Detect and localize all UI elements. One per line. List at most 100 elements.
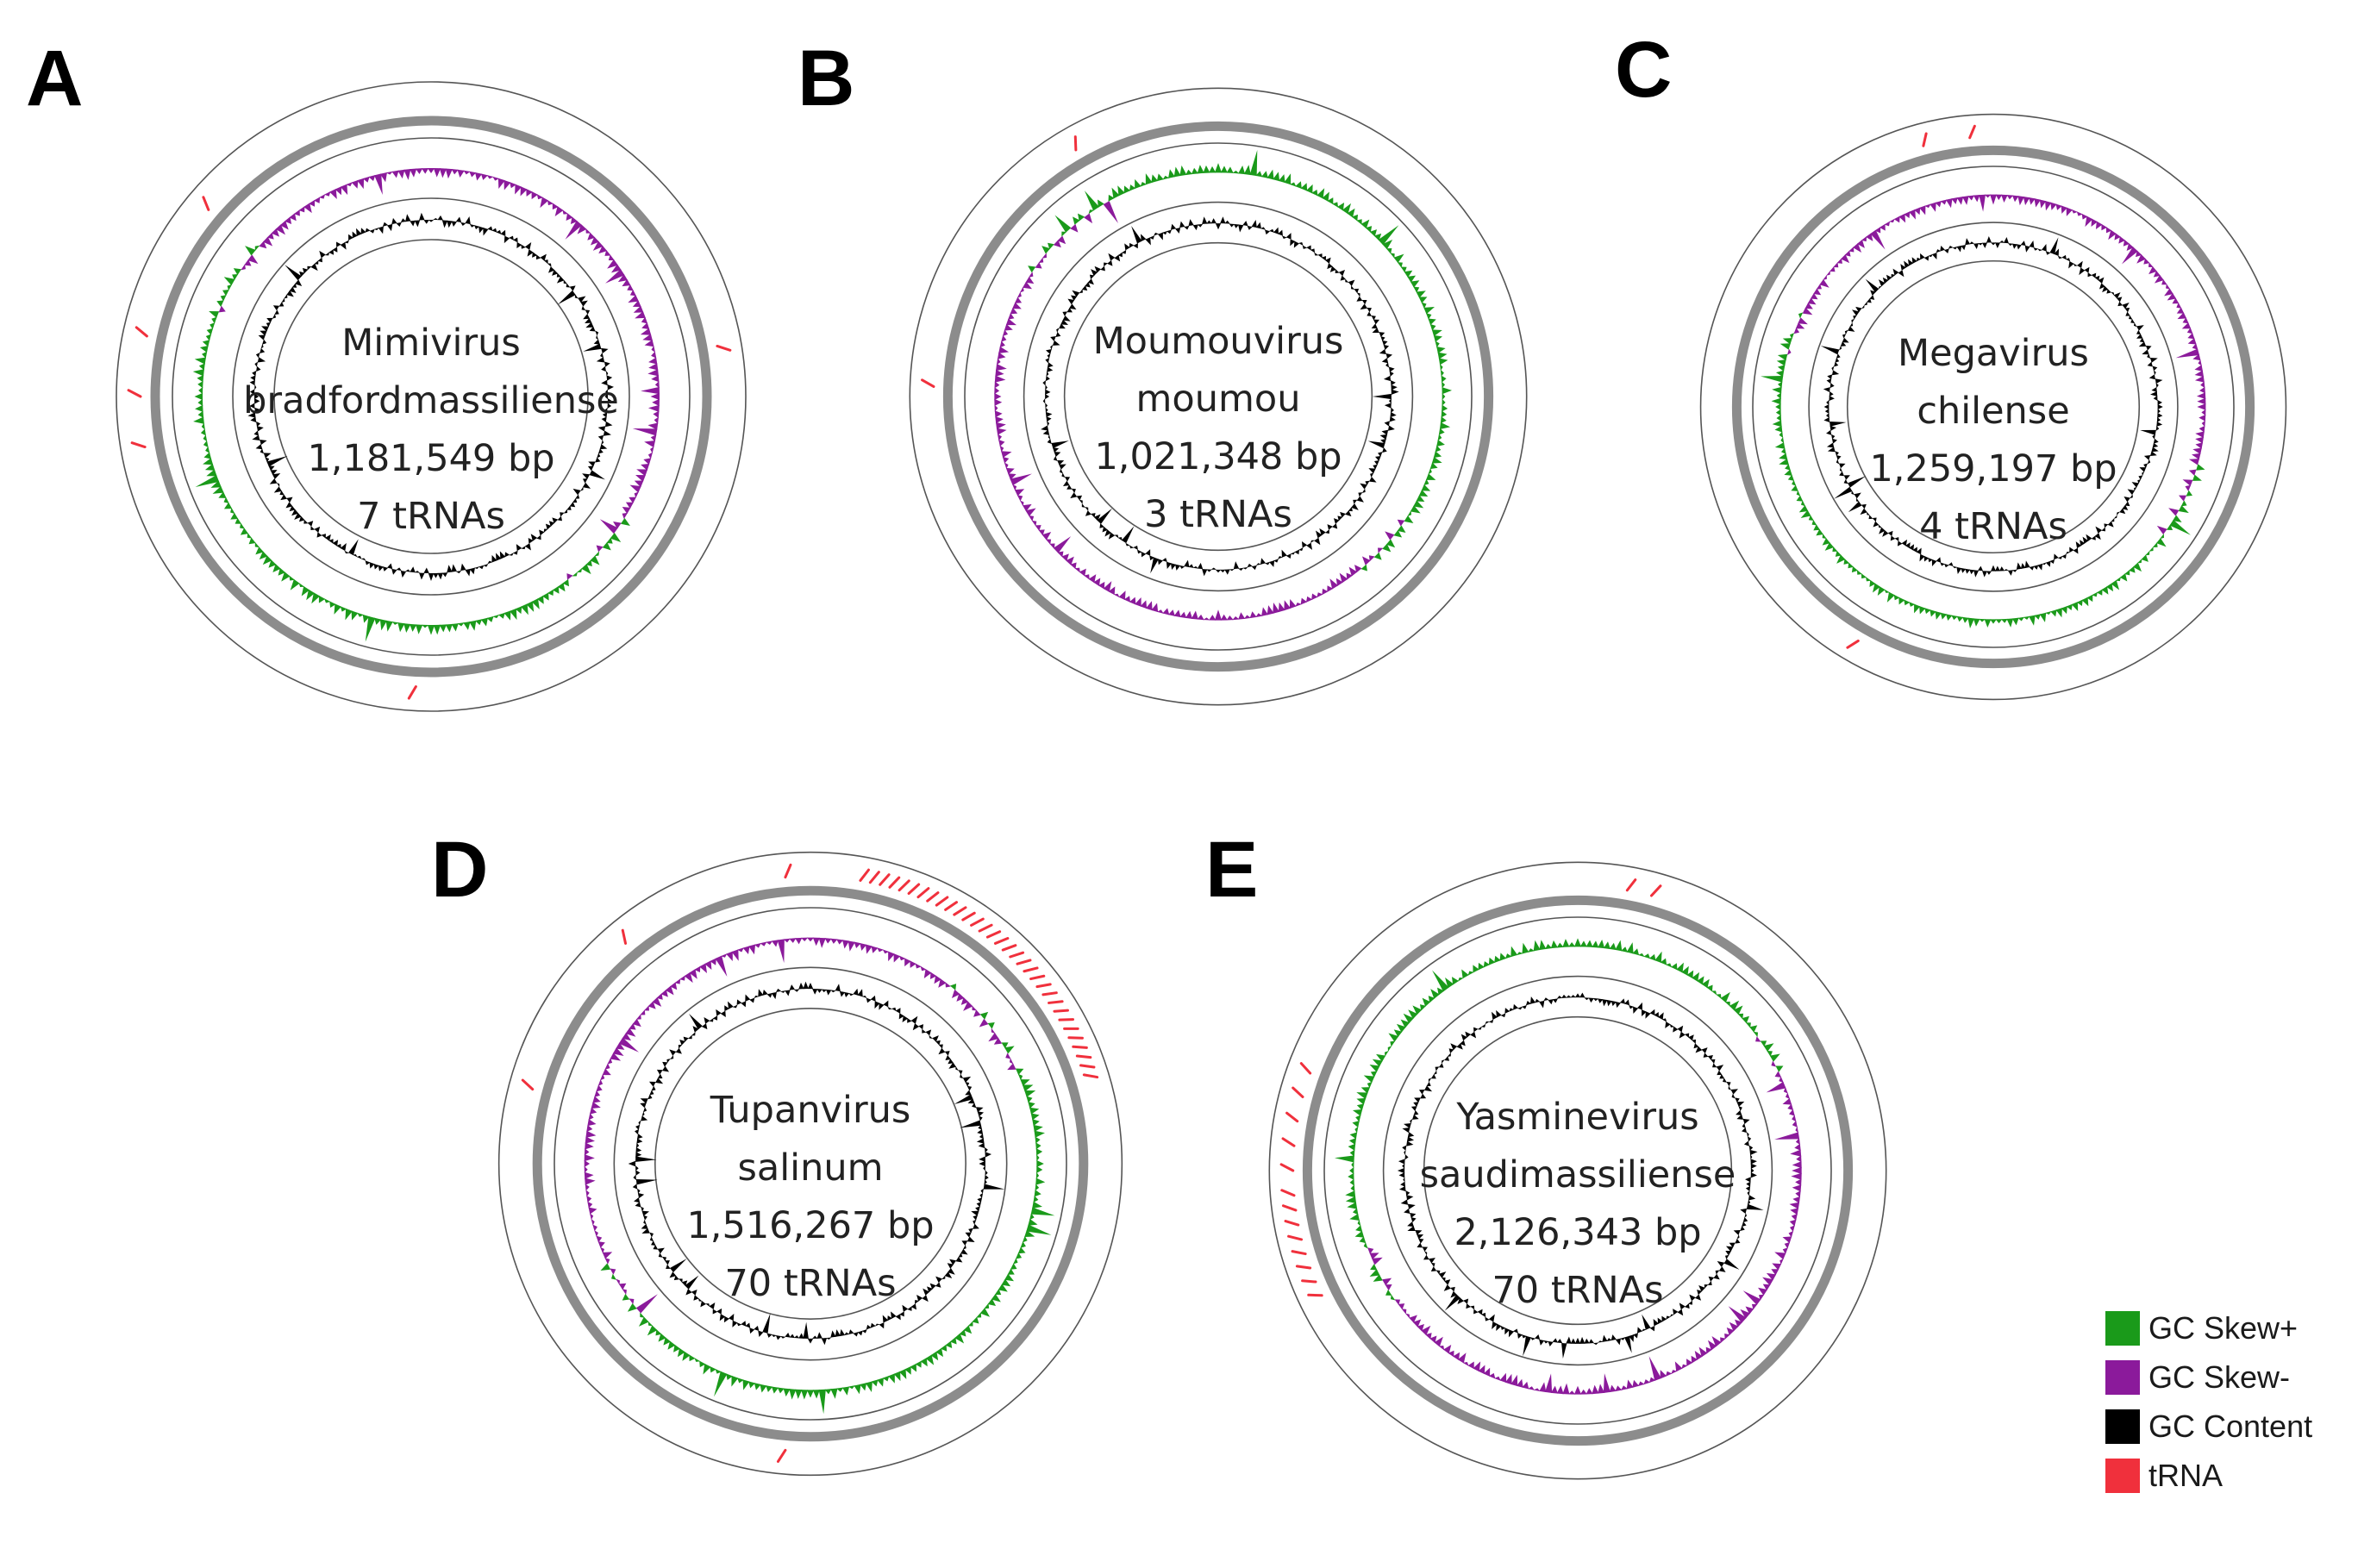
gc-skew-bar	[1400, 266, 1407, 273]
gc-content-bar	[391, 217, 397, 225]
trna-marker	[202, 196, 210, 211]
gc-content-bar	[915, 1300, 920, 1304]
gc-skew-bar	[1359, 1236, 1367, 1244]
gc-skew-bar	[1848, 247, 1855, 253]
gc-skew-bar	[439, 624, 447, 633]
gc-content-bar	[1215, 223, 1222, 230]
gc-skew-bar	[1005, 467, 1015, 475]
gc-content-bar	[400, 570, 407, 578]
gc-skew-bar	[1035, 1171, 1040, 1179]
gc-skew-bar	[1014, 297, 1023, 303]
gc-skew-bar	[629, 1298, 635, 1304]
gc-skew-bar	[656, 993, 663, 1000]
gc-content-bar	[1251, 565, 1257, 571]
gc-content-bar	[396, 222, 402, 227]
gc-content-bar	[512, 237, 518, 243]
gc-skew-bar	[888, 1373, 895, 1384]
gc-skew-bar	[893, 1371, 901, 1382]
gc-skew-bar	[1874, 227, 1881, 234]
gc-skew-bar	[1036, 1165, 1043, 1173]
gc-content-bar	[1375, 456, 1381, 461]
gc-skew-bar	[604, 1258, 610, 1265]
gc-content-bar	[2156, 421, 2163, 427]
legend-label: GC Skew-	[2148, 1359, 2291, 1395]
gc-content-bar	[314, 260, 319, 265]
gc-content-bar	[1306, 542, 1312, 550]
gc-content-bar	[632, 1184, 638, 1190]
gc-content-bar	[1255, 222, 1261, 229]
gc-content-bar	[1848, 326, 1855, 332]
gc-skew-bar	[554, 206, 564, 216]
gc-content-bar	[1141, 234, 1147, 242]
trna-marker	[1082, 1073, 1099, 1079]
gc-content-bar	[324, 534, 331, 541]
gc-skew-bar	[1045, 539, 1052, 545]
gc-content-bar	[2147, 353, 2151, 359]
gc-skew-bar	[1836, 258, 1842, 264]
gc-skew-bar	[997, 352, 1006, 359]
gc-skew-bar	[1692, 971, 1700, 982]
gc-skew-bar	[651, 351, 657, 359]
gc-skew-bar	[1579, 1389, 1587, 1395]
gc-skew-bar	[1979, 194, 1986, 212]
gc-content-bar	[1406, 1195, 1414, 1201]
gc-skew-bar	[1904, 211, 1911, 219]
gc-content-bar	[1079, 289, 1083, 294]
gc-skew-bar	[233, 268, 242, 276]
gc-content-bar	[793, 989, 800, 992]
gc-skew-bar	[1457, 977, 1464, 982]
gc-content-bar	[874, 1323, 880, 1327]
gc-content-bar	[1157, 232, 1163, 241]
gc-skew-bar	[1889, 218, 1895, 223]
gc-skew-bar	[938, 978, 947, 988]
gc-skew-bar	[1782, 1247, 1788, 1254]
gc-content-bar	[780, 990, 786, 993]
gc-skew-bar	[795, 937, 803, 945]
gc-content-bar	[2152, 365, 2158, 372]
gc-skew-bar	[673, 1344, 681, 1352]
gc-skew-bar	[1049, 543, 1055, 549]
gc-skew-bar	[1179, 611, 1187, 619]
gc-content-bar	[1361, 299, 1367, 305]
trna-marker	[1291, 1250, 1307, 1256]
gc-content-bar	[1715, 1270, 1720, 1275]
gc-skew-bar	[1352, 1109, 1363, 1116]
panel-label-b: B	[797, 34, 854, 122]
gc-skew-bar	[632, 428, 658, 436]
gc-content-bar	[1470, 1305, 1475, 1310]
gc-content-bar	[2157, 408, 2161, 414]
gc-content-bar	[1928, 253, 1933, 258]
gc-skew-bar	[503, 610, 511, 621]
gc-skew-bar	[1305, 596, 1313, 603]
gc-skew-bar	[1791, 484, 1798, 491]
gc-skew-bar	[2045, 611, 2052, 615]
gc-content-bar	[1707, 1054, 1713, 1060]
gc-content-bar	[1611, 1334, 1617, 1341]
gc-skew-bar	[1898, 213, 1906, 223]
gc-content-bar	[2117, 511, 2120, 516]
gc-skew-bar	[634, 480, 644, 488]
gc-content-bar	[1066, 484, 1073, 490]
gc-content-bar	[709, 1302, 716, 1310]
gc-content-bar	[2136, 334, 2143, 339]
gc-content-bar	[2142, 349, 2149, 355]
gc-skew-bar	[1780, 447, 1786, 455]
gc-content-bar	[882, 1315, 889, 1323]
gc-skew-bar	[824, 1389, 832, 1395]
gc-content-bar	[516, 241, 522, 248]
trna-marker	[1048, 1000, 1064, 1004]
gc-content-bar	[1679, 1031, 1686, 1039]
gc-skew-bar	[1586, 940, 1593, 947]
gc-content-bar	[977, 1111, 985, 1117]
gc-skew-bar	[240, 522, 245, 529]
gc-skew-bar	[1401, 1309, 1407, 1315]
gc-skew-bar	[1349, 1178, 1354, 1186]
gc-skew-bar	[1467, 971, 1474, 976]
gc-content-bar	[499, 551, 506, 559]
gc-skew-bar	[1354, 1126, 1359, 1134]
gc-content-bar	[681, 1280, 688, 1286]
gc-content-bar	[973, 1219, 977, 1225]
gc-skew-bar	[726, 1373, 733, 1380]
gc-content-bar	[270, 470, 278, 476]
gc-content-bar	[1314, 252, 1319, 256]
